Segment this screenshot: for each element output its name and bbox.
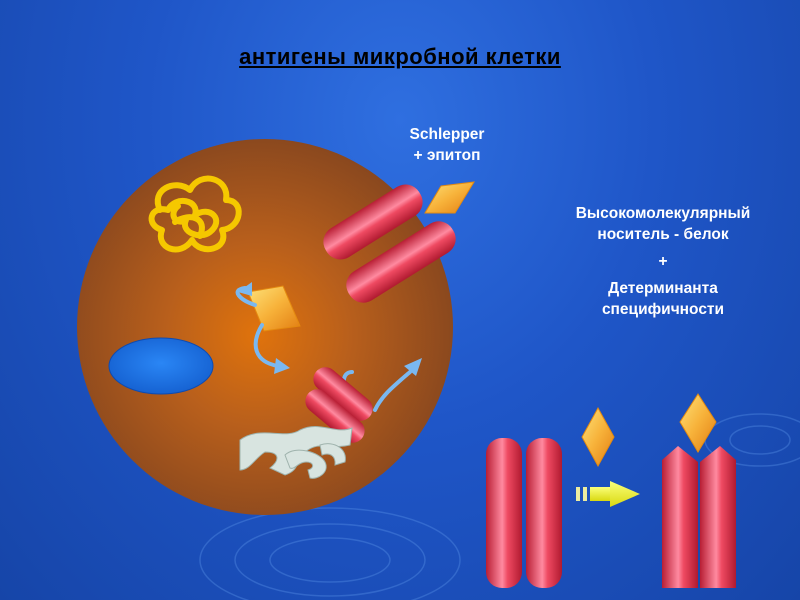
epitope-attached	[679, 393, 717, 453]
carrier-line-2: носитель - белок	[597, 226, 729, 243]
schlepper-line-1: Schlepper	[409, 126, 485, 143]
nucleoid	[108, 337, 214, 395]
epitope-inside-cell	[247, 285, 301, 332]
determinant-line-1: Детерминанта	[608, 280, 718, 297]
plus-sign: +	[658, 253, 668, 270]
coiled-chain	[148, 175, 242, 253]
carrier-line-1: Высокомолекулярный	[575, 205, 751, 222]
schlepper-label: Schlepper + эпитоп	[386, 124, 508, 166]
arrow-heads	[238, 282, 422, 376]
epitope-free	[581, 406, 615, 468]
carrier-bars-conjugate	[662, 446, 736, 588]
curved-arrows	[235, 286, 412, 412]
carrier-protein-top	[323, 184, 456, 303]
slide-title: антигены микробной клетки	[239, 44, 561, 69]
schlepper-line-2: + эпитоп	[413, 147, 481, 164]
ribbon-structure	[239, 425, 353, 479]
carrier-description: Высокомолекулярный носитель - белок + Де…	[528, 203, 798, 320]
determinant-line-2: специфичности	[601, 301, 725, 318]
epitope-top	[424, 181, 475, 214]
carrier-bars-left	[486, 438, 562, 588]
transition-arrow	[576, 481, 640, 507]
